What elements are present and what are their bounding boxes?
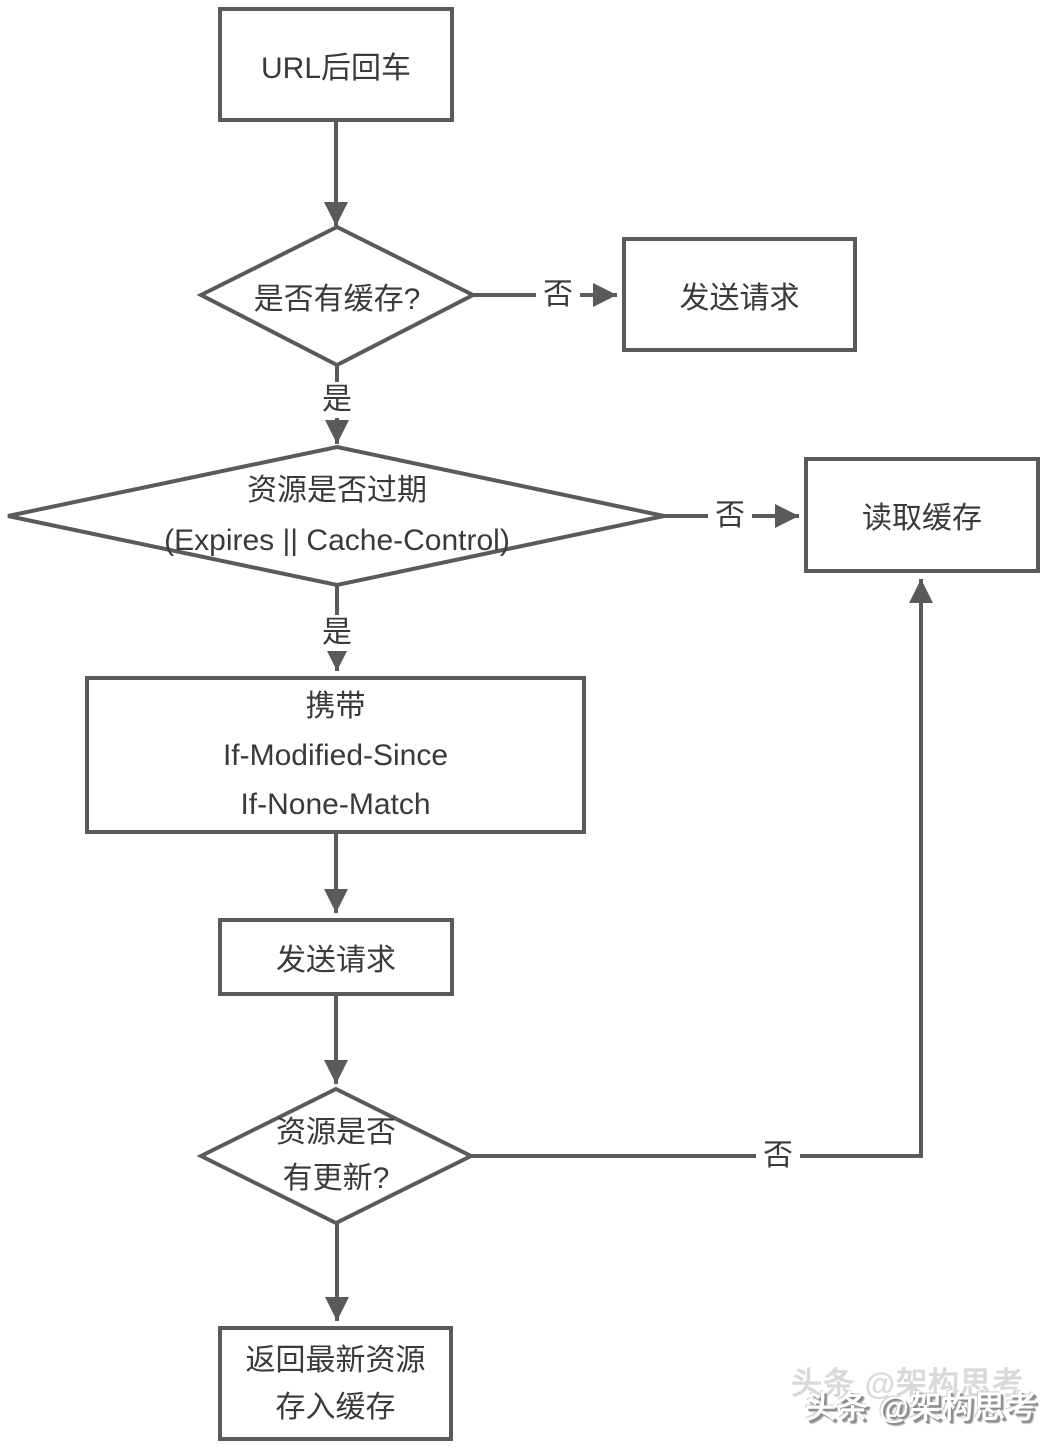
expired-line2: (Expires || Cache-Control)	[164, 524, 510, 557]
has-cache-label: 是否有缓存?	[253, 283, 421, 316]
carry-headers-line3: If-None-Match	[240, 787, 431, 821]
edge-label-expired-no: 否	[708, 498, 752, 534]
edge-updated-no	[471, 579, 933, 1158]
watermark-text: 头条 @架构思考	[805, 1390, 1038, 1425]
return-store-line2: 存入缓存	[275, 1390, 396, 1424]
carry-headers-line2: If-Modified-Since	[222, 738, 449, 772]
hascache-diamond-shape	[196, 224, 478, 368]
updated-line1: 资源是否	[276, 1116, 396, 1149]
return-store-line1: 返回最新资源	[245, 1343, 426, 1377]
carry-headers-line1: 携带	[305, 689, 366, 723]
expired-line1: 资源是否过期	[246, 474, 427, 507]
edge-label-hascache-no: 否	[536, 277, 580, 313]
node-send-request-top-label: 发送请求	[679, 281, 800, 315]
node-send-request-mid: 发送请求	[218, 918, 454, 996]
watermark: 头条 @架构思考 头条 @架构思考	[791, 1366, 1038, 1427]
node-updated: 资源是否 有更新?	[276, 1110, 396, 1202]
node-has-cache: 是否有缓存?	[254, 274, 421, 318]
node-start-label: URL后回车	[260, 51, 411, 85]
expired-diamond-shape	[7, 444, 665, 588]
watermark-ghost-text: 头条 @架构思考	[791, 1366, 1024, 1401]
edge-label-hascache-yes: 是	[315, 382, 359, 418]
updated-diamond-shape	[196, 1086, 476, 1226]
node-read-cache-label: 读取缓存	[862, 502, 982, 535]
node-send-request-mid-label: 发送请求	[276, 944, 396, 977]
edge-label-expired-yes: 是	[315, 615, 359, 651]
updated-line2: 有更新?	[282, 1162, 390, 1195]
node-carry-headers: 携带 If-Modified-Since If-None-Match	[85, 676, 586, 834]
edge-label-updated-no: 否	[756, 1138, 800, 1174]
node-start: URL后回车	[218, 7, 454, 122]
node-send-request-top: 发送请求	[622, 237, 857, 352]
node-return-store: 返回最新资源 存入缓存	[218, 1326, 453, 1441]
node-read-cache: 读取缓存	[804, 457, 1040, 573]
node-expired: 资源是否过期 (Expires || Cache-Control)	[164, 466, 510, 566]
